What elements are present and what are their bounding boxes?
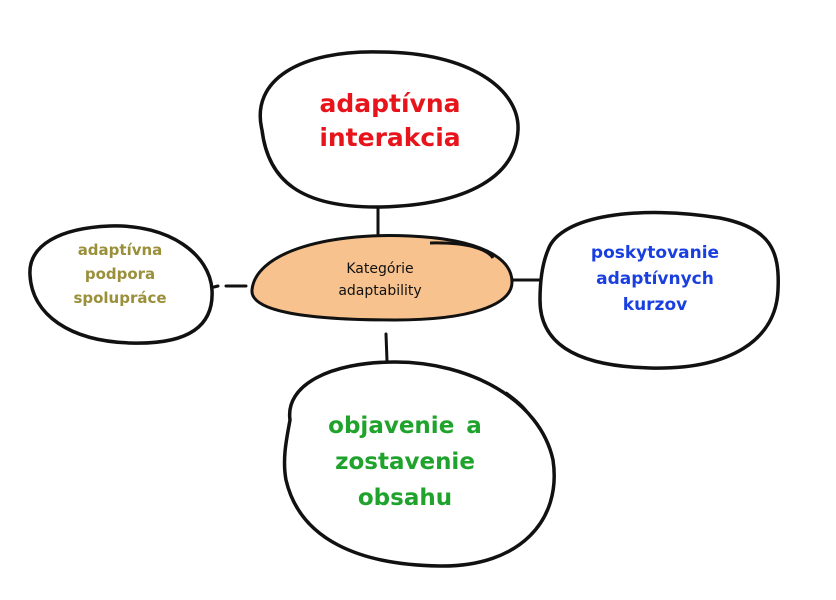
- node-label-adaptive-courses: poskytovanie adaptívnych kurzov: [590, 243, 720, 315]
- edge-center-left: [212, 284, 248, 289]
- node-bubble-left: [28, 224, 214, 345]
- center-label-adaptability-categories: Kategórie adaptability: [338, 261, 422, 299]
- node-label-adaptive-collaboration-support: adaptívna podpora spolupráce: [73, 241, 167, 307]
- edge-center-bottom: [384, 332, 389, 363]
- node-label-adaptive-interaction: adaptívna interakcia: [319, 89, 461, 152]
- node-center-ellipse: [250, 234, 514, 322]
- node-bubble-top: [258, 50, 520, 209]
- node-bubble-bottom: [282, 360, 556, 568]
- node-label-content-discovery-assembly: objavenie a zostavenie obsahu: [328, 413, 482, 511]
- node-bubble-right: [538, 210, 780, 370]
